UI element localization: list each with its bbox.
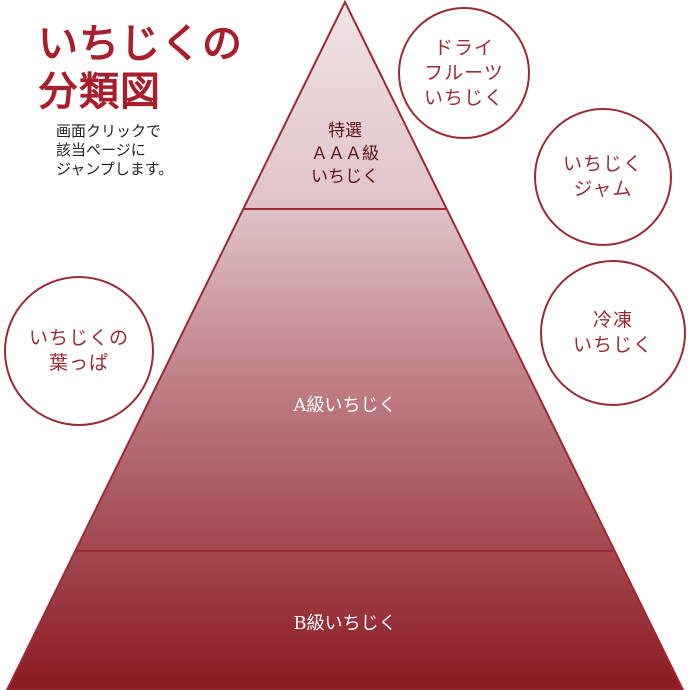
circle-frozen-label: 冷凍 いちじく <box>573 308 653 358</box>
circle-jam-line-1: いちじく <box>562 153 643 175</box>
circle-leaves-line-2: 葉っぱ <box>48 352 109 374</box>
circle-leaves-line-1: いちじくの <box>28 327 129 349</box>
title-line-2: 分類図 <box>38 68 161 115</box>
circle-dried-fruit-line-3: いちじく <box>423 86 504 109</box>
circle-jam-line-2: ジャム <box>573 178 633 200</box>
circle-jam-label: いちじく ジャム <box>563 152 643 202</box>
circle-dried-fruit-line-2: フルーツ <box>424 61 504 84</box>
circle-frozen-line-1: 冷凍 <box>592 309 633 331</box>
title-line-1: いちじくの <box>38 20 243 67</box>
click-instruction: 画面クリックで 該当ページに ジャンプします。 <box>56 122 173 179</box>
circle-leaves[interactable]: いちじくの 葉っぱ <box>4 276 154 426</box>
instruction-line-2: 該当ページに <box>56 141 146 159</box>
circle-jam[interactable]: いちじく ジャム <box>534 108 672 246</box>
tier-grade-a[interactable] <box>75 209 614 551</box>
instruction-line-1: 画面クリックで <box>56 122 162 140</box>
circle-leaves-label: いちじくの 葉っぱ <box>29 326 129 376</box>
page-title: いちじくの 分類図 <box>38 20 243 116</box>
circle-frozen-line-2: いちじく <box>572 334 653 356</box>
circle-dried-fruit-line-1: ドライ <box>433 36 494 59</box>
instruction-line-3: ジャンプします。 <box>56 160 174 178</box>
pyramid-outline <box>5 0 685 690</box>
tier-special-aaa[interactable] <box>243 2 446 209</box>
circle-frozen[interactable]: 冷凍 いちじく <box>540 260 686 406</box>
tier-grade-b[interactable] <box>7 551 683 690</box>
circle-dried-fruit[interactable]: ドライ フルーツ いちじく <box>398 7 530 139</box>
circle-dried-fruit-label: ドライ フルーツ いちじく <box>424 36 504 111</box>
